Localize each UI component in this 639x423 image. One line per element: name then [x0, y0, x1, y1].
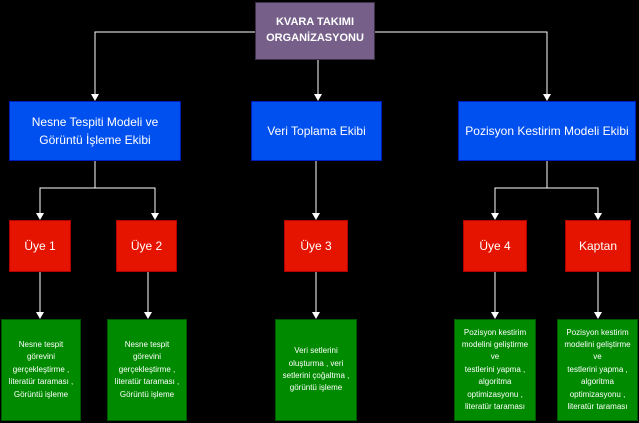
task-node-uye3: Veri setlerini oluşturma , veri setlerin… — [275, 319, 357, 421]
team-label-pose: Pozisyon Kestirim Modeli Ekibi — [465, 124, 629, 138]
root-node: KVARA TAKIMI ORGANİZASYONU — [255, 2, 375, 60]
member-node-kaptan: Kaptan — [565, 220, 631, 272]
member-label-uye1: Üye 1 — [24, 239, 56, 253]
member-label-uye4: Üye 4 — [479, 239, 511, 253]
task-label-uye2: Nesne tespit görevini gerçekleştirme , l… — [114, 340, 180, 399]
task-label-kaptan: Pozisyon kestirim modelini geliştirme ve… — [564, 327, 631, 411]
member-label-uye2: Üye 2 — [130, 239, 163, 253]
team-node-detection: Nesne Tespiti Modeli ve Görüntü İşleme E… — [9, 101, 181, 161]
edge-team-detection-to-uye2 — [95, 187, 159, 220]
team-label-detection: Nesne Tespiti Modeli ve Görüntü İşleme E… — [31, 115, 159, 147]
edge-team-detection-to-uye1 — [36, 161, 96, 220]
edge-root-to-team-detection — [91, 31, 255, 101]
edge-team-pose-to-uye4 — [491, 161, 548, 220]
member-node-uye2: Üye 2 — [116, 220, 177, 272]
member-label-uye3: Üye 3 — [300, 239, 332, 253]
team-node-pose: Pozisyon Kestirim Modeli Ekibi — [458, 101, 636, 161]
member-node-uye4: Üye 4 — [463, 220, 527, 272]
task-label-uye4: Pozisyon kestirim modelini geliştirme ve… — [461, 327, 529, 411]
member-node-uye3: Üye 3 — [284, 220, 348, 272]
member-label-kaptan: Kaptan — [578, 239, 618, 253]
task-node-uye1: Nesne tespit görevini gerçekleştirme , l… — [1, 319, 81, 421]
task-node-kaptan: Pozisyon kestirim modelini geliştirme ve… — [557, 319, 638, 421]
task-label-uye3: Veri setlerini oluşturma , veri setlerin… — [282, 346, 350, 393]
root-label: KVARA TAKIMI ORGANİZASYONU — [266, 16, 364, 44]
task-node-uye4: Pozisyon kestirim modelini geliştirme ve… — [454, 319, 536, 421]
task-node-uye2: Nesne tespit görevini gerçekleştirme , l… — [107, 319, 187, 421]
edge-team-pose-to-kaptan — [547, 187, 602, 220]
member-node-uye1: Üye 1 — [9, 220, 71, 272]
edge-root-to-team-pose — [375, 31, 551, 101]
team-node-data: Veri Toplama Ekibi — [251, 101, 382, 161]
task-label-uye1: Nesne tespit görevini gerçekleştirme , l… — [8, 340, 74, 399]
team-label-data: Veri Toplama Ekibi — [267, 124, 366, 138]
